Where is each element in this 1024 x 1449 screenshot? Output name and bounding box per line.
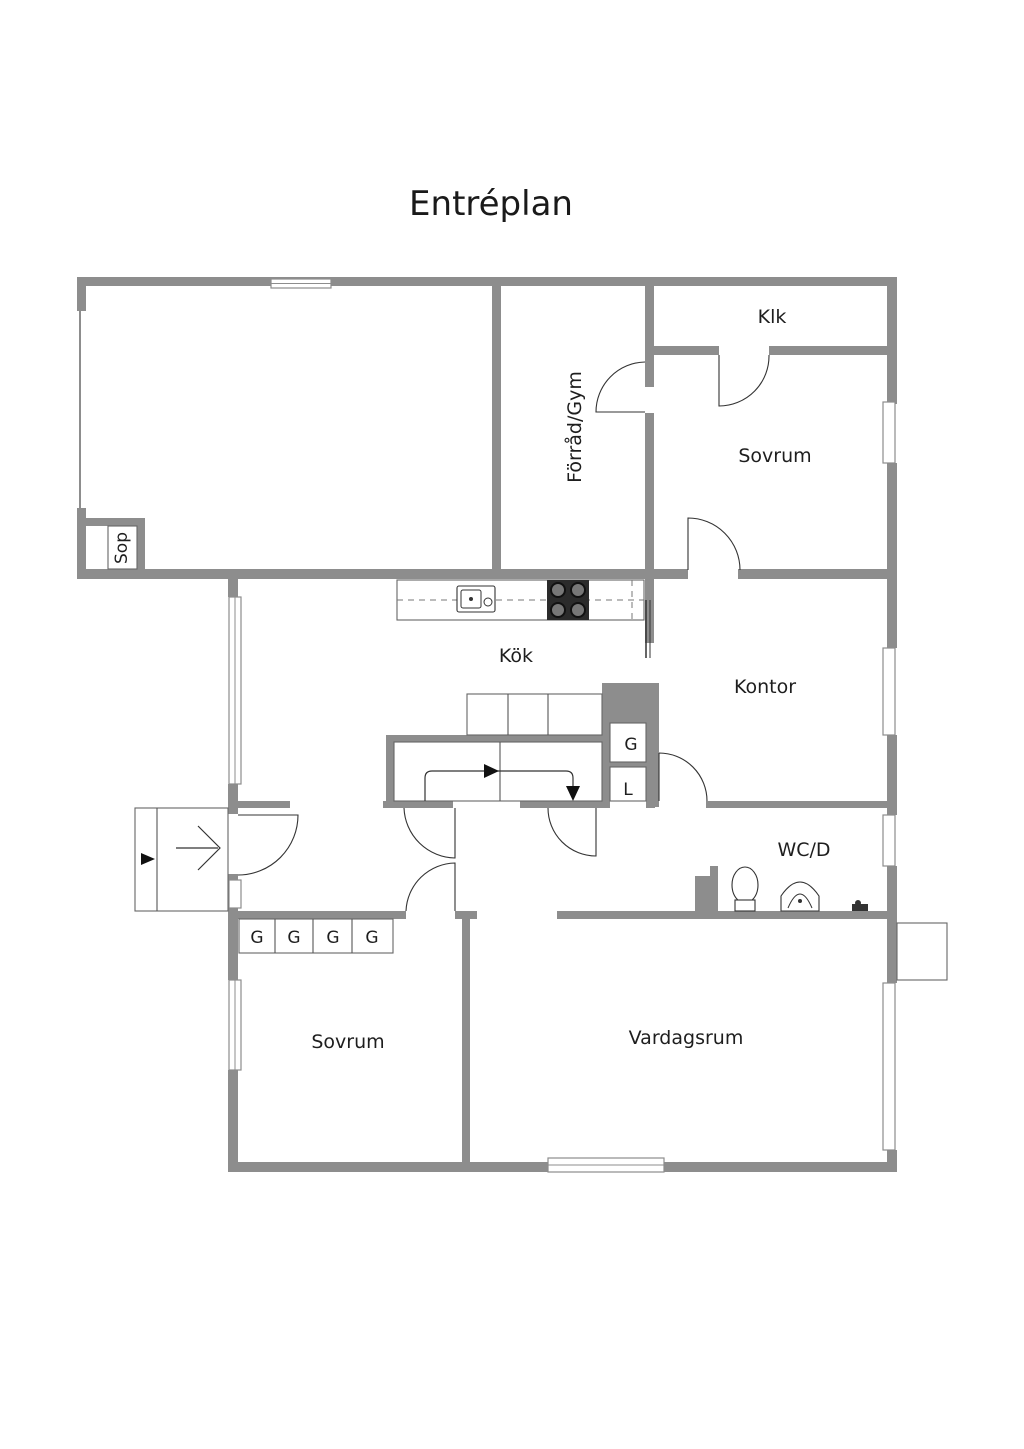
linen-label: L <box>623 780 633 800</box>
stove-icon <box>547 580 589 620</box>
room-label-sovrum-bottom: Sovrum <box>311 1031 384 1053</box>
toilet-icon <box>731 866 759 912</box>
sop-closet <box>107 525 138 570</box>
sink-icon <box>456 585 496 613</box>
wardrobe-label: G <box>326 928 339 948</box>
side-step <box>896 922 948 981</box>
walls <box>77 277 897 1172</box>
room-label-wc-d: WC/D <box>777 839 830 861</box>
doors <box>237 354 770 912</box>
kitchen-counter <box>396 579 645 621</box>
room-label-kok: Kök <box>499 645 533 667</box>
room-label-kontor: Kontor <box>734 676 796 698</box>
washbasin-icon <box>780 881 820 912</box>
staircase <box>393 693 603 802</box>
wardrobe-label: G <box>250 928 263 948</box>
wardrobe-label: G <box>287 928 300 948</box>
wardrobes-bedroom: G G G G <box>238 918 394 954</box>
wardrobe-label: G <box>365 928 378 948</box>
wardrobe-label: G <box>624 735 637 755</box>
room-label-forrad-gym: Förråd/Gym <box>563 371 586 483</box>
plan-title: Entréplan <box>409 184 573 224</box>
entrance-steps <box>134 807 229 912</box>
wardrobe-g-kitchen: G <box>609 722 647 763</box>
room-label-sop: Sop <box>112 532 132 564</box>
room-label-sovrum-top: Sovrum <box>738 445 811 467</box>
tap-icon <box>852 900 868 911</box>
room-label-vardagsrum: Vardagsrum <box>629 1027 744 1049</box>
windows <box>228 278 896 1173</box>
room-label-klk: Klk <box>758 306 787 328</box>
wardrobe-l-kitchen: L <box>609 766 647 802</box>
